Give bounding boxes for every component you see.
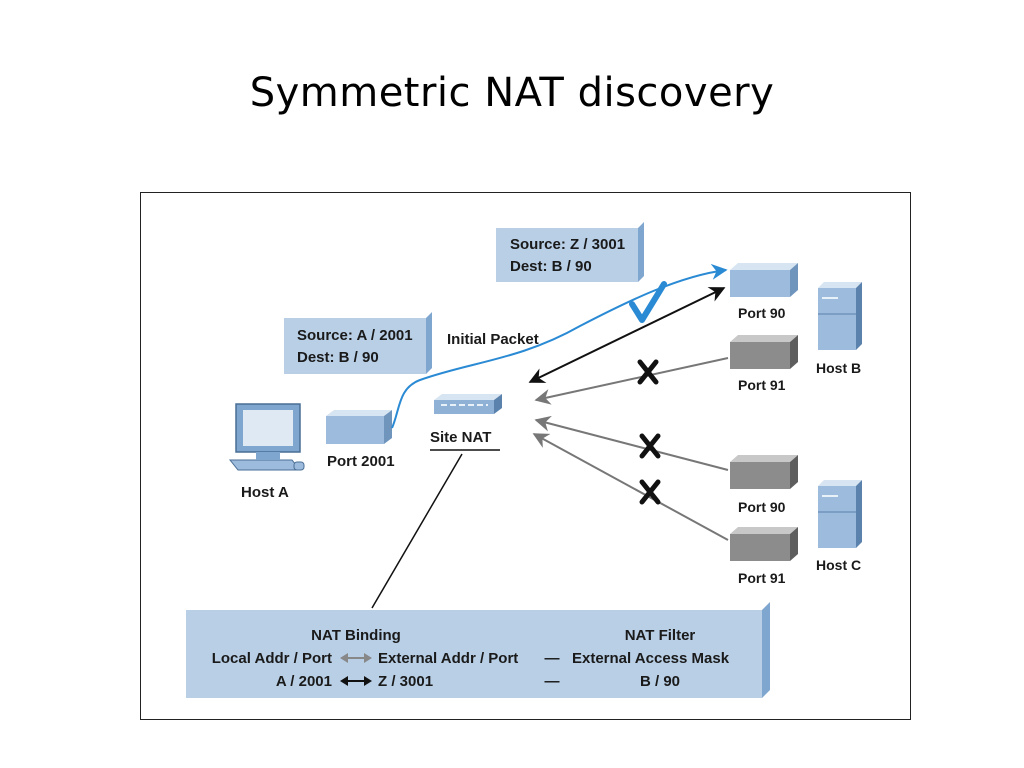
table-external-value: Z / 3001 [378,673,433,690]
host-c-port-91-label: Port 91 [738,570,786,586]
blocked-arrow-c91 [532,433,729,541]
packet-out-line1: Source: A / 2001 [297,327,413,344]
host-b-port-91-label: Port 91 [738,377,786,393]
site-nat-device-icon [434,394,502,414]
packet-in-line2: Dest: B / 90 [510,258,592,275]
table-header-binding: NAT Binding [311,627,401,644]
host-c-label: Host C [816,557,861,573]
host-b-port-91-box [730,335,798,369]
x-mark-icon-c91 [639,479,661,505]
host-a-label: Host A [241,484,289,501]
table-local-value: A / 2001 [276,673,332,690]
packet-in-line1: Source: Z / 3001 [510,236,625,253]
allowed-connection-arrow [528,287,726,383]
x-mark-icon-c90 [639,433,661,459]
site-nat-label: Site NAT [430,429,491,446]
packet-in-box: Source: Z / 3001 Dest: B / 90 [496,222,644,282]
blocked-arrow-b91 [534,357,729,405]
blocked-arrow-c90 [534,415,729,471]
nat-to-table-line [371,453,463,609]
packet-out-line2: Dest: B / 90 [297,349,379,366]
host-b-port-90-label: Port 90 [738,305,786,321]
table-local-header: Local Addr / Port [212,650,332,667]
table-mask-value: B / 90 [640,673,680,690]
host-b-server-icon [818,282,862,350]
host-b-label: Host B [816,360,861,376]
packet-out-box: Source: A / 2001 Dest: B / 90 [284,312,432,374]
host-c-port-91-box [730,527,798,561]
black-double-arrow-icon [340,676,372,686]
table-dash-1: — [545,650,560,667]
gray-double-arrow-icon [340,653,372,663]
nat-binding-table: NAT Binding NAT Filter Local Addr / Port… [186,602,770,698]
host-b-port-90-box [730,263,798,297]
initial-packet-label: Initial Packet [447,331,539,348]
table-header-filter: NAT Filter [625,627,696,644]
host-a-computer-icon [228,403,305,471]
table-external-header: External Addr / Port [378,650,518,667]
table-mask-header: External Access Mask [572,650,730,667]
host-c-port-90-box [730,455,798,489]
port-2001-box [326,410,392,444]
slide-title: Symmetric NAT discovery [249,70,775,116]
host-c-port-90-label: Port 90 [738,499,786,515]
check-mark-icon [629,281,667,323]
x-mark-icon-b91 [637,359,659,385]
table-dash-2: — [545,673,560,690]
host-c-server-icon [818,480,862,548]
port-2001-label: Port 2001 [327,453,395,470]
